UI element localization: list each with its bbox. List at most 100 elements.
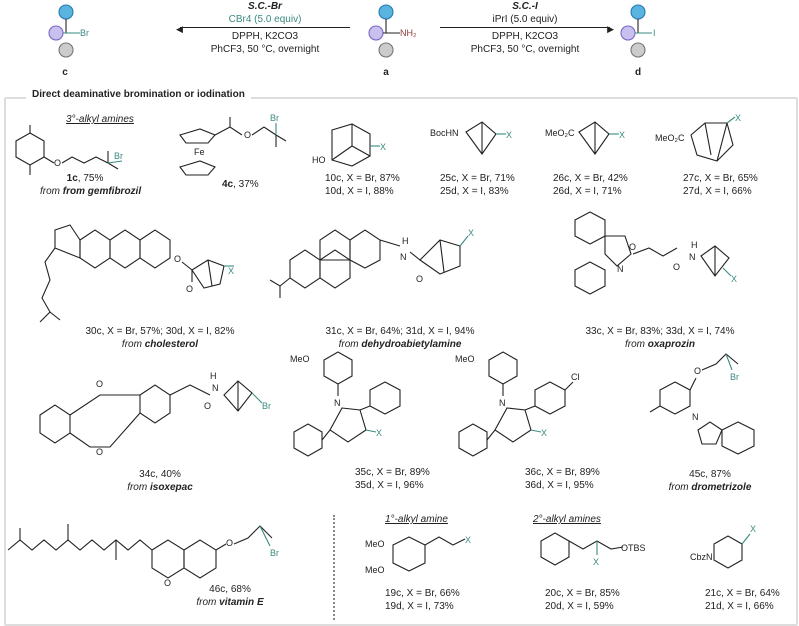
- structure-46: OO Br: [7, 524, 279, 588]
- entry-4c: 4c, 37%: [222, 179, 259, 190]
- right-line2: DPPH, K2CO3: [491, 31, 559, 42]
- svg-text:OTBS: OTBS: [621, 543, 646, 553]
- svg-text:NH₂: NH₂: [400, 28, 417, 38]
- svg-text:O: O: [629, 242, 636, 252]
- structure-33: ON HN O X: [574, 211, 737, 295]
- svg-text:O: O: [174, 254, 181, 264]
- entry-33: 33c, X = Br, 83%; 33d, X = I, 74%from ox…: [585, 326, 735, 350]
- svg-text:O: O: [186, 284, 193, 294]
- svg-text:N: N: [400, 252, 407, 262]
- entry-30: 30c, X = Br, 57%; 30d, X = I, 82%from ch…: [85, 326, 235, 350]
- svg-text:O: O: [204, 401, 211, 411]
- structure-34: O OO HN Br: [39, 371, 271, 457]
- structure-10: HO X: [312, 123, 386, 167]
- svg-text:X: X: [376, 428, 382, 438]
- svg-text:X: X: [465, 535, 471, 545]
- svg-text:MeO₂C: MeO₂C: [545, 128, 575, 138]
- entry-45: 45c, 87%from drometrizole: [668, 469, 752, 493]
- product-d-icon: I: [620, 4, 656, 58]
- structure-35: MeO N X: [290, 351, 401, 457]
- svg-text:N: N: [617, 264, 624, 274]
- left-reagent: CBr4 (5.0 equiv): [228, 14, 302, 25]
- group-primary: 1°-alkyl amine: [385, 514, 448, 525]
- start-a-label: a: [383, 67, 389, 78]
- svg-text:Br: Br: [730, 372, 739, 382]
- svg-text:BocHN: BocHN: [430, 128, 459, 138]
- entry-19: 19c, X = Br, 66%19d, X = I, 73%: [385, 588, 460, 612]
- svg-text:X: X: [619, 130, 625, 140]
- structure-19: MeO MeO X: [365, 535, 471, 575]
- group-tertiary: 3°-alkyl amines: [66, 114, 134, 125]
- entry-21: 21c, X = Br, 64%21d, X = I, 66%: [705, 588, 780, 612]
- svg-text:MeO: MeO: [365, 565, 385, 575]
- structure-4c: Fe O Br: [179, 113, 287, 176]
- entry-31: 31c, X = Br, 64%; 31d, X = I, 94%from de…: [325, 326, 475, 350]
- svg-text:O: O: [164, 578, 171, 588]
- svg-text:N: N: [499, 398, 506, 408]
- structure-20: OTBS X: [540, 532, 646, 567]
- svg-text:I: I: [653, 28, 656, 38]
- svg-text:O: O: [226, 538, 233, 548]
- svg-text:O: O: [244, 130, 251, 140]
- svg-text:MeO: MeO: [365, 539, 385, 549]
- svg-text:H: H: [691, 240, 698, 250]
- svg-text:MeO₂C: MeO₂C: [655, 133, 685, 143]
- structure-30: O O X: [39, 224, 234, 323]
- product-d-label: d: [634, 67, 642, 78]
- svg-text:Br: Br: [262, 401, 271, 411]
- entry-1c: 1c, 75%from from gemfibrozil: [40, 173, 142, 197]
- product-c-icon: Br: [48, 4, 89, 58]
- entry-46: 46c, 68%from vitamin E: [196, 584, 264, 608]
- svg-text:N: N: [212, 383, 219, 393]
- svg-text:Br: Br: [114, 151, 123, 161]
- svg-text:MeO: MeO: [455, 354, 475, 364]
- entry-26: 26c, X = Br, 42%26d, X = I, 71%: [553, 173, 628, 197]
- structure-31: HN O X: [269, 228, 474, 298]
- svg-text:X: X: [541, 428, 547, 438]
- section-title: Direct deaminative bromination or iodina…: [26, 89, 251, 100]
- svg-text:X: X: [228, 266, 234, 276]
- entry-20: 20c, X = Br, 85%20d, X = I, 59%: [545, 588, 620, 612]
- svg-text:X: X: [593, 557, 599, 567]
- svg-text:O: O: [96, 379, 103, 389]
- svg-text:X: X: [380, 142, 386, 152]
- svg-text:MeO: MeO: [290, 354, 310, 364]
- svg-text:HO: HO: [312, 155, 326, 165]
- left-line2: DPPH, K2CO3: [231, 31, 299, 42]
- svg-text:Cl: Cl: [571, 372, 580, 382]
- right-conditions: S.C.-I iPrI (5.0 equiv) ▶ DPPH, K2CO3 Ph…: [440, 0, 614, 56]
- svg-text:O: O: [673, 262, 680, 272]
- start-a-icon: NH₂: [368, 4, 417, 58]
- right-reagent: iPrI (5.0 equiv): [492, 14, 558, 25]
- structure-26: MeO₂C X: [545, 121, 625, 155]
- svg-text:CbzN: CbzN: [690, 552, 713, 562]
- entry-35: 35c, X = Br, 89%35d, X = I, 96%: [355, 467, 430, 491]
- svg-text:N: N: [334, 398, 341, 408]
- entry-10: 10c, X = Br, 87%10d, X = I, 88%: [325, 173, 400, 197]
- divider: [333, 515, 335, 620]
- right-title: S.C.-I: [512, 1, 538, 12]
- structure-45: O Br N: [649, 353, 755, 455]
- svg-text:Br: Br: [270, 113, 279, 123]
- right-line3: PhCF3, 50 °C, overnight: [470, 44, 580, 55]
- svg-text:O: O: [96, 447, 103, 457]
- entry-34: 34c, 40%from isoxepac: [127, 469, 193, 493]
- svg-text:X: X: [506, 130, 512, 140]
- structure-36: MeO N Cl X: [455, 351, 580, 457]
- entry-36: 36c, X = Br, 89%36d, X = I, 95%: [525, 467, 600, 491]
- svg-text:H: H: [402, 236, 409, 246]
- entry-27: 27c, X = Br, 65%27d, X = I, 66%: [683, 173, 758, 197]
- structure-21: CbzN X: [690, 524, 756, 569]
- product-c-label: c: [62, 67, 68, 78]
- svg-text:N: N: [689, 252, 696, 262]
- svg-text:Br: Br: [80, 28, 89, 38]
- structure-27: MeO₂C X: [655, 113, 741, 162]
- group-secondary: 2°-alkyl amines: [533, 514, 601, 525]
- structure-25: BocHN X: [430, 121, 512, 155]
- svg-text:Fe: Fe: [194, 147, 205, 157]
- svg-text:O: O: [416, 274, 423, 284]
- left-conditions: S.C.-Br CBr4 (5.0 equiv) ◀ DPPH, K2CO3 P…: [176, 0, 350, 56]
- svg-text:O: O: [54, 158, 61, 168]
- svg-text:N: N: [692, 412, 699, 422]
- svg-text:X: X: [468, 228, 474, 238]
